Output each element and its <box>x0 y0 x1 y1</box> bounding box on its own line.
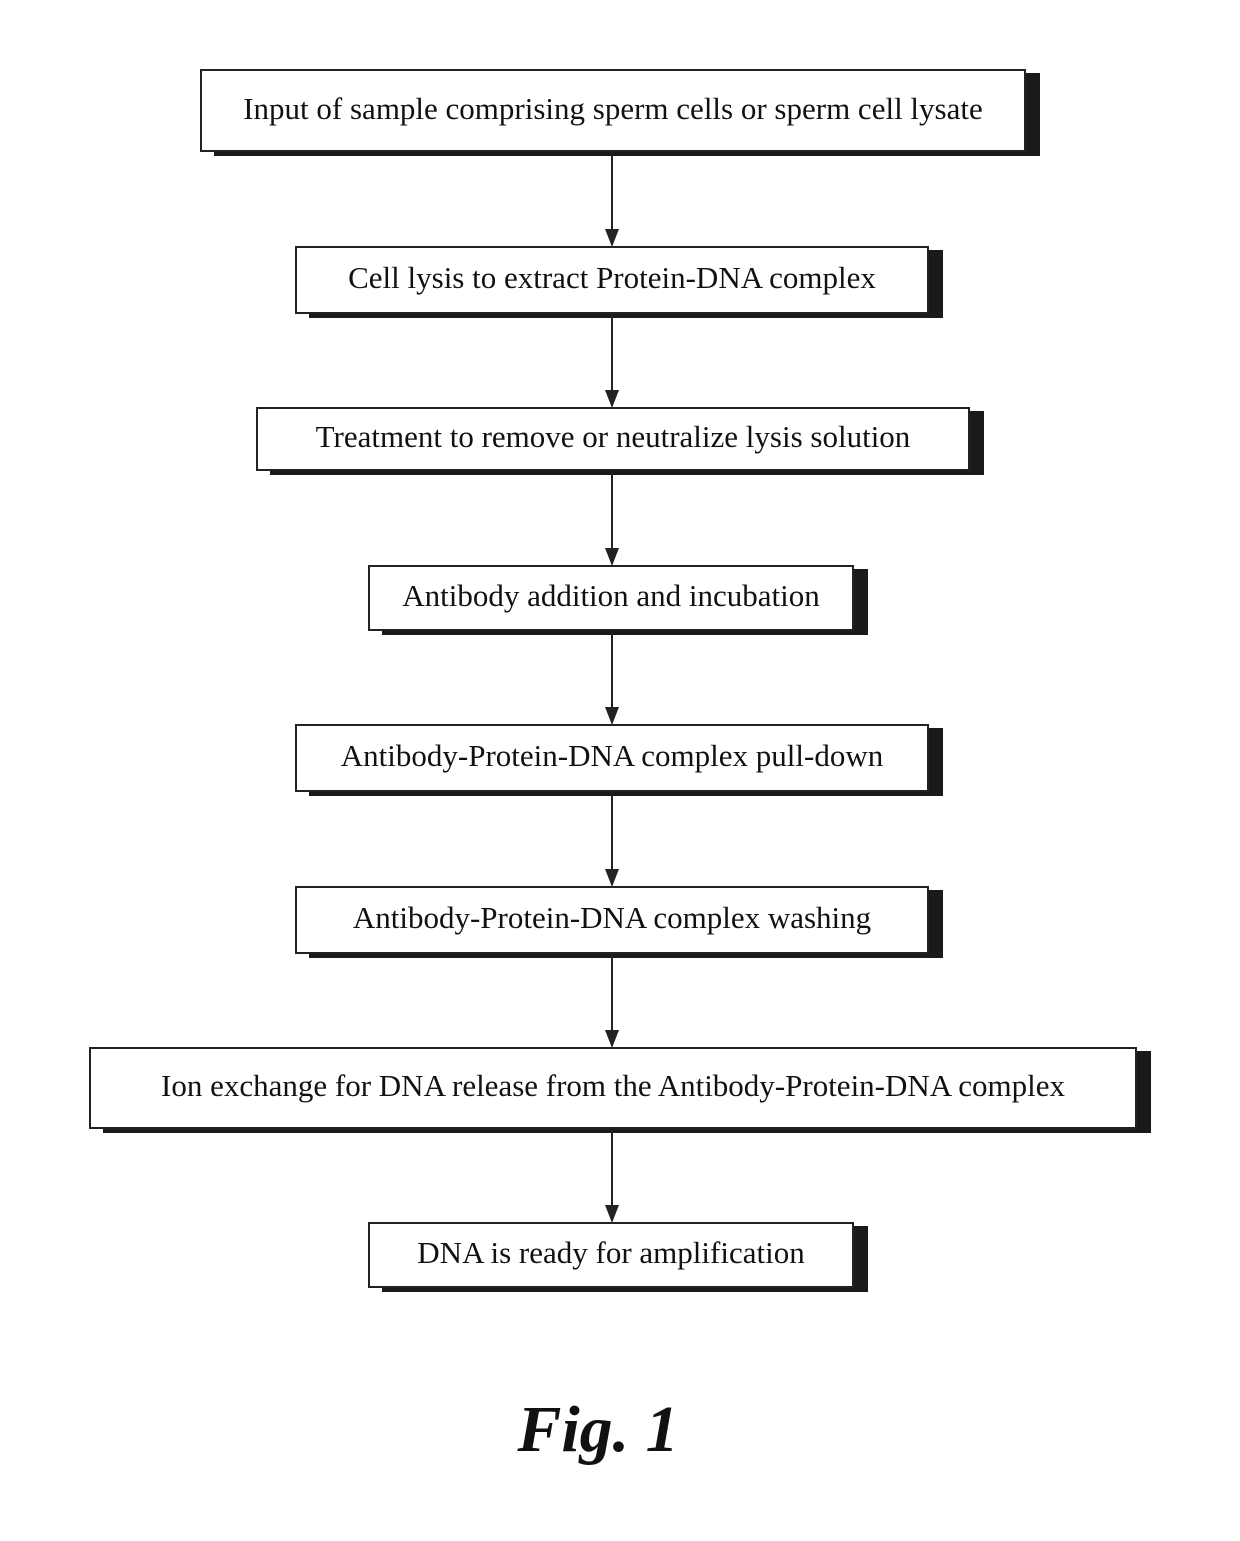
step-8-box: DNA is ready for amplification <box>368 1222 854 1288</box>
figure-label: Fig. 1 <box>0 1392 1196 1468</box>
step-5-label: Antibody-Protein-DNA complex pull-down <box>341 738 883 774</box>
arrow-6-to-7 <box>611 954 613 1046</box>
arrow-4-to-5 <box>611 631 613 723</box>
arrow-2-to-3 <box>611 314 613 406</box>
step-6-box: Antibody-Protein-DNA complex washing <box>295 886 929 954</box>
step-8-label: DNA is ready for amplification <box>417 1235 804 1271</box>
step-3-box: Treatment to remove or neutralize lysis … <box>256 407 970 471</box>
arrow-5-to-6 <box>611 792 613 885</box>
step-7-label: Ion exchange for DNA release from the An… <box>161 1068 1065 1104</box>
step-3-label: Treatment to remove or neutralize lysis … <box>316 419 911 455</box>
step-4-box: Antibody addition and incubation <box>368 565 854 631</box>
step-7-box: Ion exchange for DNA release from the An… <box>89 1047 1137 1129</box>
step-1-label: Input of sample comprising sperm cells o… <box>243 91 983 127</box>
arrow-1-to-2 <box>611 152 613 245</box>
step-6-label: Antibody-Protein-DNA complex washing <box>353 900 871 936</box>
step-4-label: Antibody addition and incubation <box>402 578 820 614</box>
arrow-3-to-4 <box>611 471 613 564</box>
step-1-box: Input of sample comprising sperm cells o… <box>200 69 1026 152</box>
step-5-box: Antibody-Protein-DNA complex pull-down <box>295 724 929 792</box>
arrow-7-to-8 <box>611 1129 613 1221</box>
step-2-label: Cell lysis to extract Protein-DNA comple… <box>348 260 876 296</box>
step-2-box: Cell lysis to extract Protein-DNA comple… <box>295 246 929 314</box>
